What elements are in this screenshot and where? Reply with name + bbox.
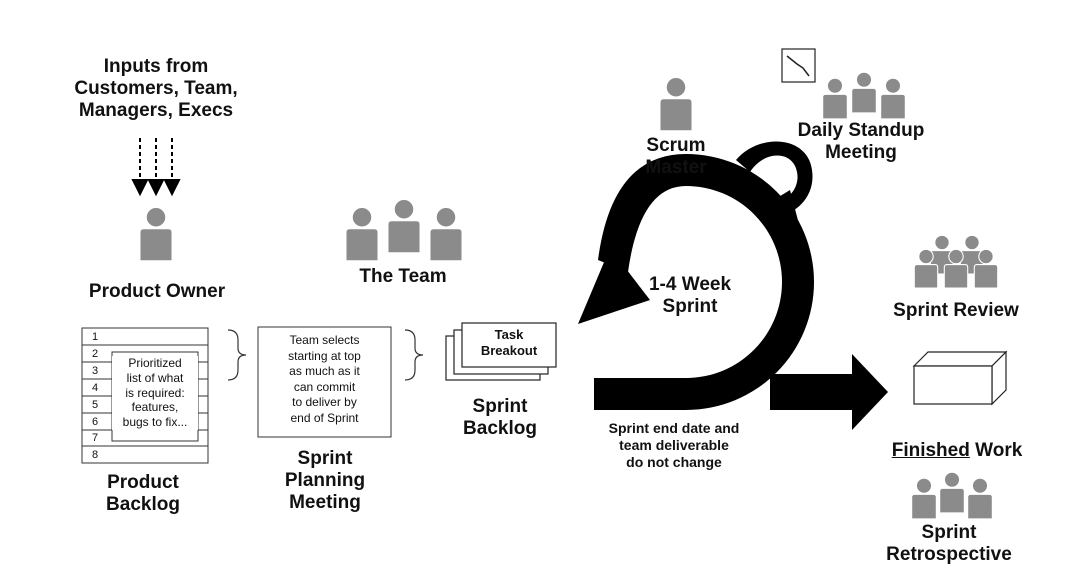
product-owner-label: Product Owner	[88, 281, 226, 302]
finished-work-label: Finished Work	[862, 418, 1052, 462]
standup-group-icon	[822, 71, 906, 120]
sprint-review-label: Sprint Review	[893, 300, 1019, 321]
product-backlog-label: Product Backlog	[106, 472, 180, 516]
review-group-icon	[913, 234, 999, 289]
person-icon	[659, 76, 693, 132]
cycle-arrow-icon	[578, 154, 814, 410]
backlog-row-number: 3	[92, 365, 99, 377]
backlog-note: Prioritized list of what is required: fe…	[112, 356, 198, 430]
clock-note-icon	[781, 48, 816, 83]
scrum-master-label: Scrum Master	[645, 135, 707, 179]
delivery-arrow-icon	[770, 354, 888, 430]
task-breakout-stack	[445, 322, 557, 381]
person-icon	[139, 206, 173, 262]
task-breakout-label: Task Breakout	[480, 327, 538, 359]
daily-standup-label: Daily Standup Meeting	[797, 120, 925, 164]
the-team-label: The Team	[359, 266, 447, 287]
sprint-retrospective-label: Sprint Retrospective	[886, 522, 1012, 566]
sprint-planning-label: Sprint Planning Meeting	[284, 448, 366, 514]
backlog-row-number: 1	[92, 331, 99, 343]
sprint-backlog-label: Sprint Backlog	[463, 396, 537, 440]
finished-word: Finished	[891, 440, 970, 462]
retro-group-icon	[911, 471, 993, 520]
backlog-row-number: 2	[92, 348, 99, 360]
brace-icon	[227, 329, 424, 381]
backlog-row-number: 8	[92, 449, 99, 461]
team-icon	[345, 198, 463, 262]
dotted-arrow-icon	[131, 138, 181, 197]
work-word: Work	[969, 440, 1023, 462]
planning-note: Team selects starting at top as much as …	[288, 333, 361, 425]
box-3d-icon	[912, 350, 1008, 406]
sprint-fixed-note: Sprint end date and team deliverable do …	[608, 420, 740, 470]
backlog-row-number: 7	[92, 432, 99, 444]
backlog-row-number: 6	[92, 416, 99, 428]
backlog-row-number: 4	[92, 382, 99, 394]
sprint-length-label: 1-4 Week Sprint	[648, 274, 732, 318]
planning-box	[257, 326, 392, 438]
inputs-label: Inputs from Customers, Team, Managers, E…	[74, 56, 238, 122]
daily-loop-arrow-icon	[736, 141, 813, 228]
backlog-row-number: 5	[92, 399, 99, 411]
